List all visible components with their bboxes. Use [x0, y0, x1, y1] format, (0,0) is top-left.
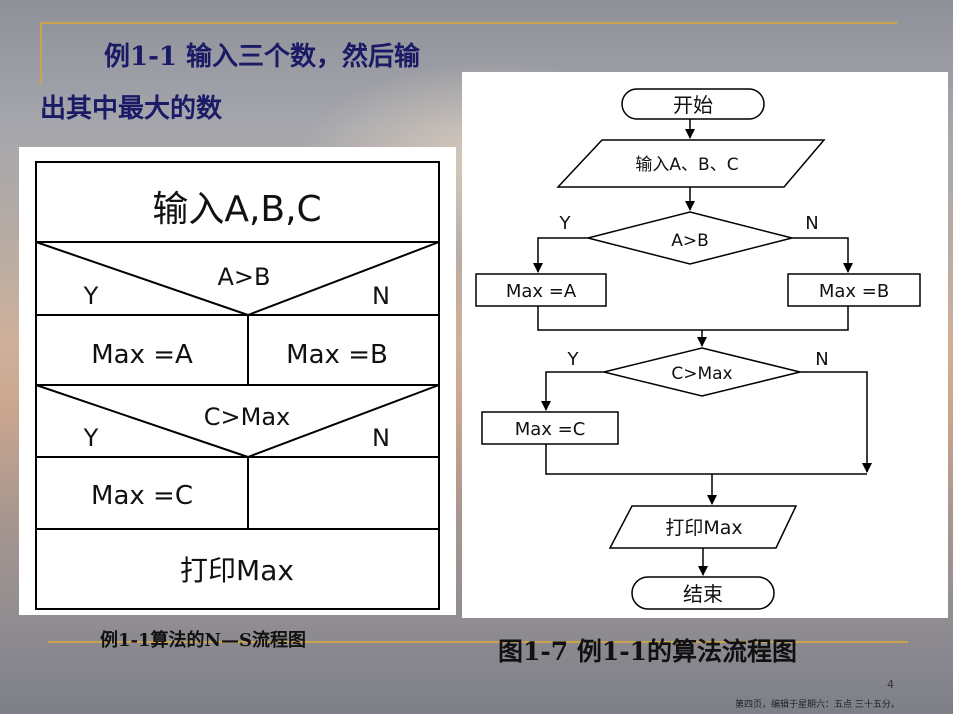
fc-end-terminal [631, 576, 775, 610]
ns-assign-b: Max =B [286, 340, 388, 370]
ns-assign-a: Max =A [91, 340, 193, 370]
ns-cond2: C>Max [204, 403, 290, 431]
slide-title-line1: 例1-1 输入三个数，然后输 [104, 42, 421, 72]
slide-footer: 第四页，编辑于星期六：五点 三十五分。 [735, 700, 900, 710]
fc-assign-c-label: Max =C [515, 419, 586, 440]
page-number: 4 [887, 678, 894, 691]
fc-arrow-cond1-no [792, 237, 853, 273]
frame-line-vertical [40, 22, 42, 84]
flowchart-caption: 图1-7 例1-1的算法流程图 [498, 637, 798, 666]
ns-cond1: A>B [218, 263, 271, 291]
fc-assign-b-label: Max =B [819, 281, 889, 302]
fc-input-parallelogram [556, 139, 826, 188]
flowchart: 开始 输入A、B、C A>B Y N Max =A Max =B C>Max Y… [475, 88, 921, 610]
fc-arrow-cond2-no [800, 371, 872, 473]
ns-cond1-diagonal-right [247, 241, 440, 316]
fc-cond2-no: N [815, 349, 828, 370]
ns-cond1-no: N [372, 282, 390, 310]
fc-assign-b-box [787, 273, 921, 307]
flowchart-panel: 开始 输入A、B、C A>B Y N Max =A Max =B C>Max Y… [462, 72, 948, 618]
fc-cond1-no: N [805, 213, 818, 234]
fc-assign-c-box [481, 411, 619, 445]
fc-arrow-cond2-yes [541, 371, 604, 411]
ns-cond2-diagonal-right [247, 384, 440, 458]
bottom-rule [48, 641, 908, 643]
fc-merge2-line [545, 444, 867, 475]
ns-chart-caption: 例1-1算法的N—S流程图 [100, 630, 306, 651]
fc-input-label: 输入A、B、C [635, 155, 738, 175]
fc-cond1-yes: Y [559, 213, 572, 234]
ns-chart-panel: 输入A,B,C A>B Y N Max =A Max =B C>Max Y N … [19, 147, 456, 615]
ns-cond2-no: N [372, 424, 390, 452]
fc-cond1-label: A>B [671, 231, 709, 251]
fc-merge1-line [537, 306, 849, 331]
frame-line-horizontal [40, 22, 897, 24]
ns-cond1-yes: Y [83, 282, 99, 310]
fc-assign-a-label: Max =A [506, 281, 577, 302]
fc-assign-a-box [475, 273, 607, 307]
slide-title-line2: 出其中最大的数 [40, 94, 223, 124]
fc-cond2-diamond [603, 347, 801, 397]
fc-cond1-diamond [587, 211, 793, 265]
ns-cond2-yes: Y [83, 424, 99, 452]
fc-output-parallelogram [608, 505, 798, 549]
ns-assign-c: Max =C [91, 481, 193, 511]
fc-cond2-label: C>Max [671, 364, 732, 384]
ns-cond2-diagonal-left [35, 384, 249, 458]
fc-start-terminal [621, 88, 765, 120]
ns-output: 打印Max [180, 554, 294, 587]
ns-input: 输入A,B,C [152, 189, 321, 230]
fc-output-label: 打印Max [665, 517, 742, 539]
fc-arrow-cond1-yes [533, 237, 588, 273]
ns-cond1-diagonal-left [35, 241, 249, 316]
fc-start-label: 开始 [673, 93, 713, 117]
fc-end-label: 结束 [683, 582, 723, 606]
fc-cond2-yes: Y [567, 349, 580, 370]
ns-chart: 输入A,B,C A>B Y N Max =A Max =B C>Max Y N … [35, 161, 440, 610]
